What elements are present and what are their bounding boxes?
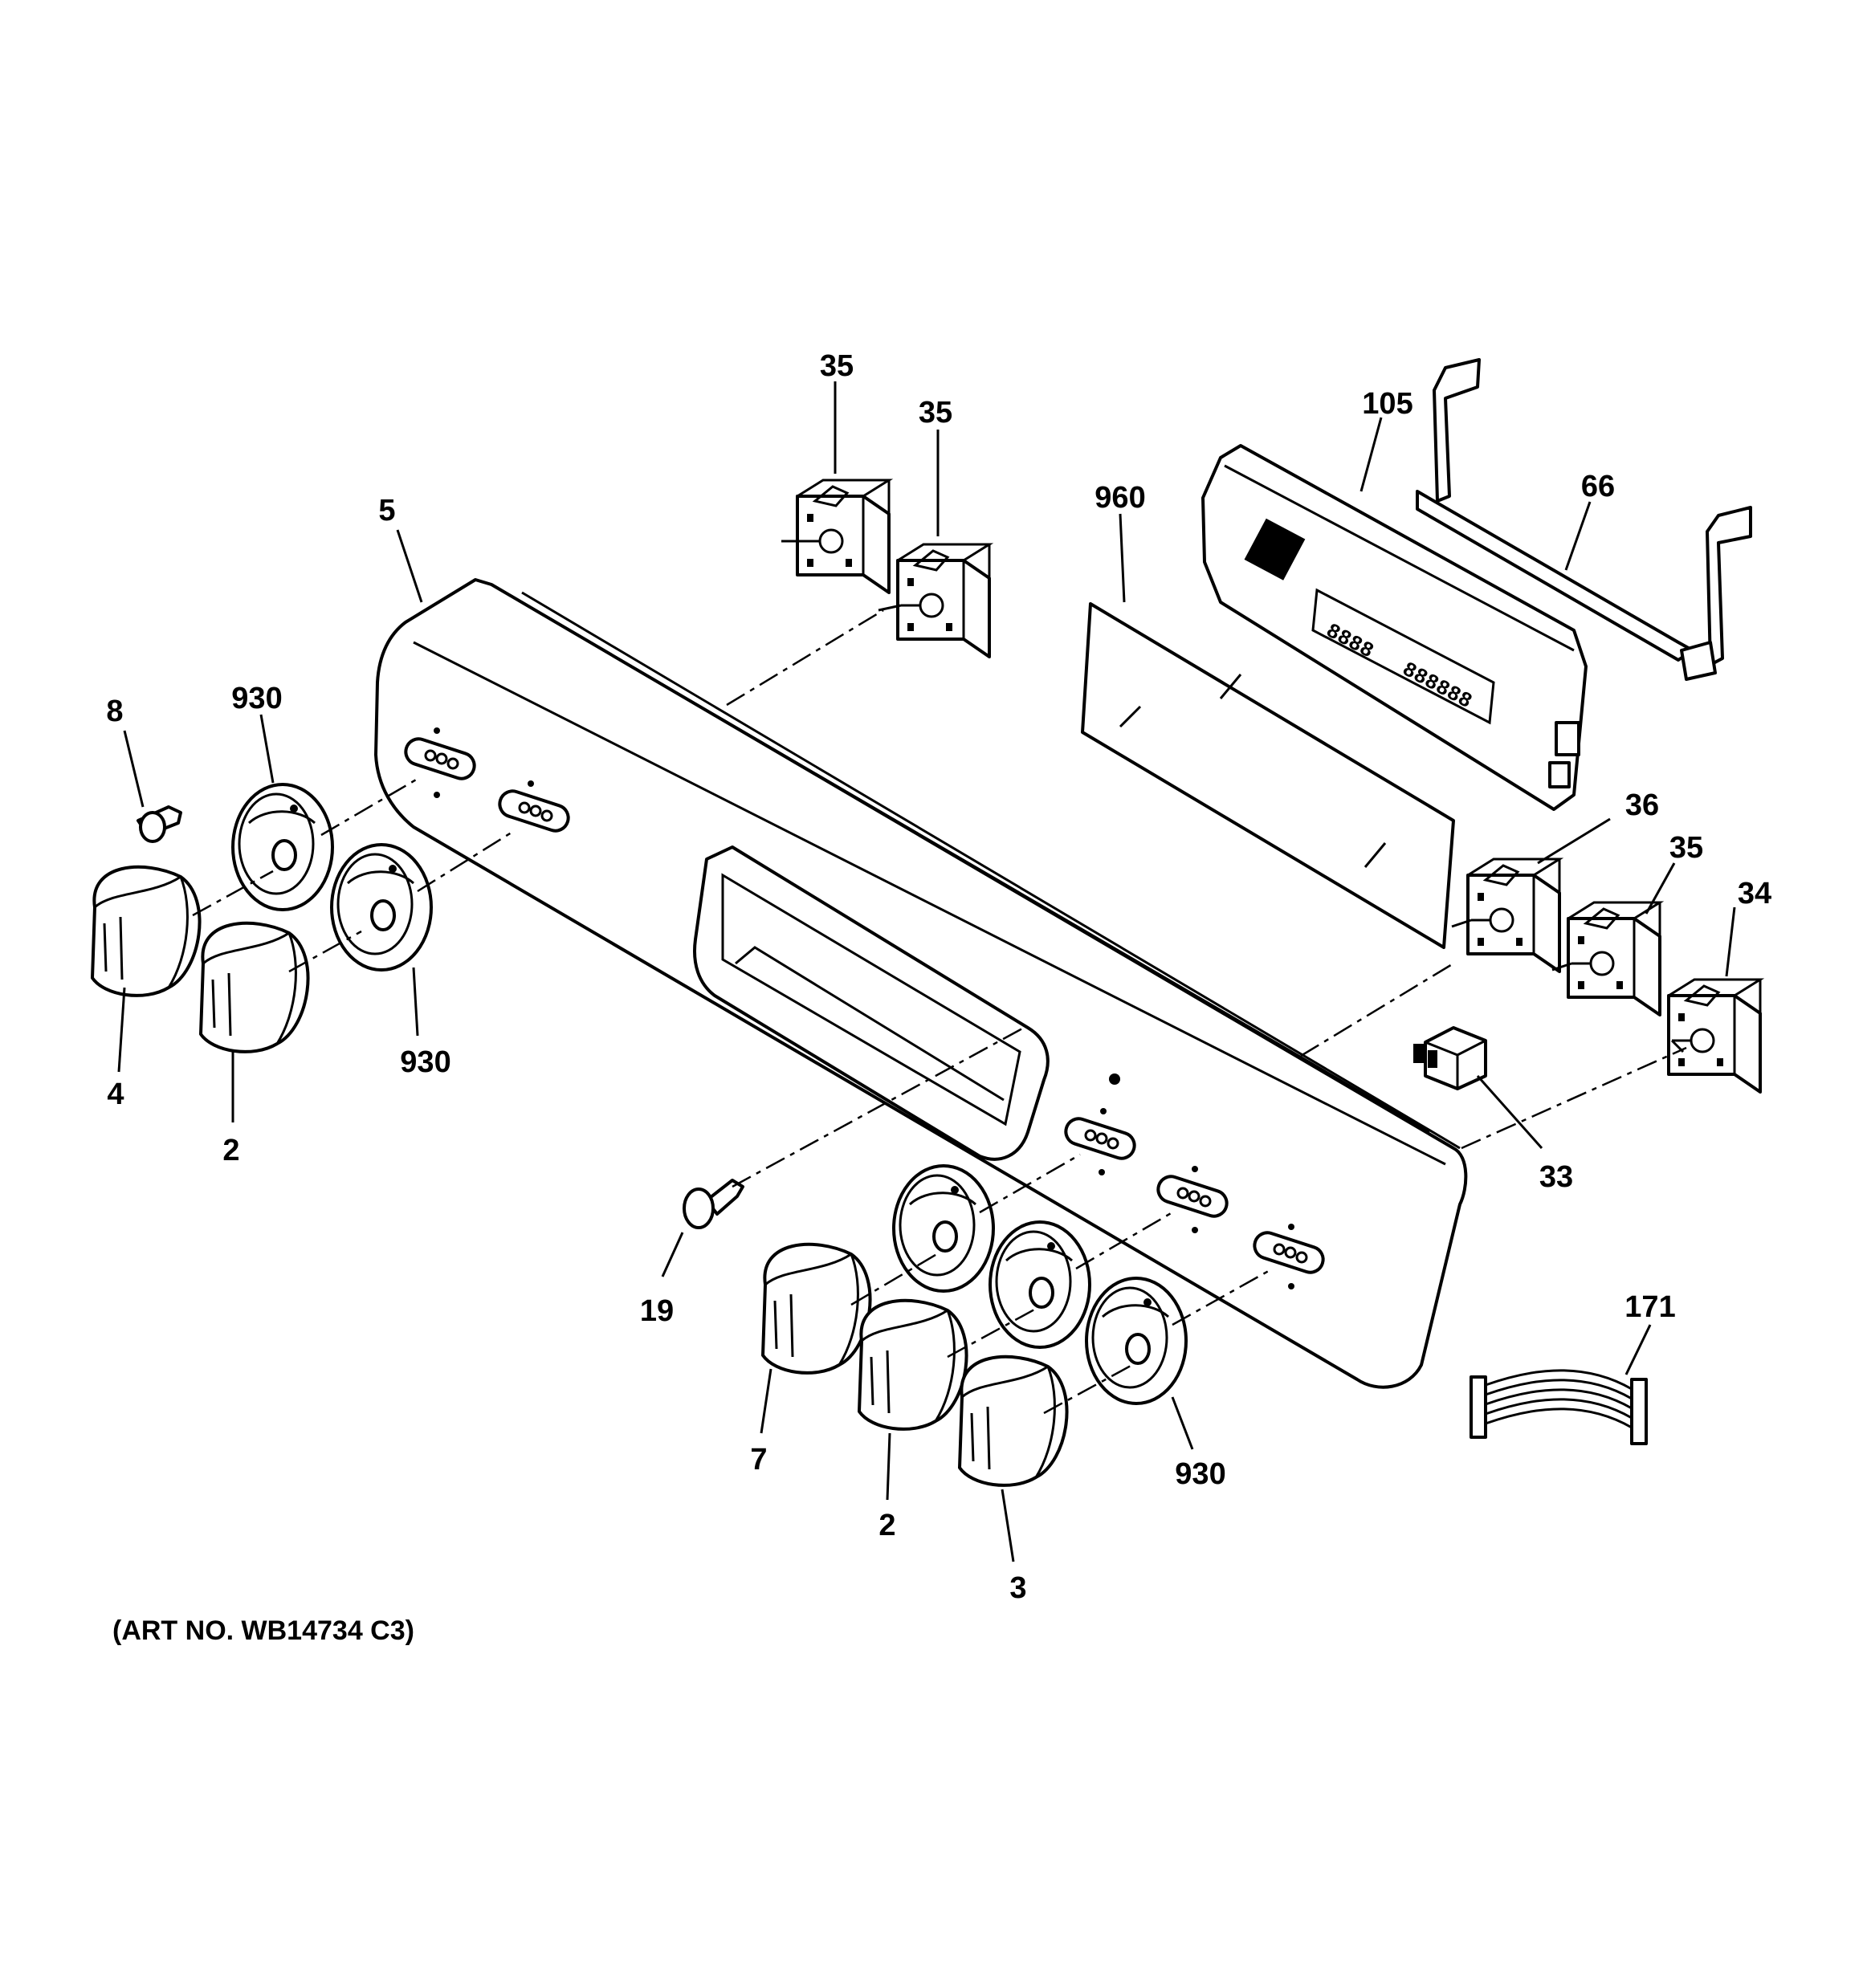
art-number: (ART NO. WB14734 C3) — [112, 1615, 414, 1646]
label-35-c: 35 — [1669, 831, 1703, 865]
label-930-b: 930 — [400, 1045, 450, 1079]
mounting-bracket — [1416, 358, 1752, 681]
label-105: 105 — [1362, 387, 1412, 421]
label-960: 960 — [1095, 481, 1145, 515]
wire-harness — [1470, 1369, 1648, 1445]
label-171: 171 — [1624, 1290, 1675, 1324]
infinite-switch-top-left — [781, 479, 891, 594]
knob-bezel-left-upper — [231, 783, 334, 911]
knob-bottom-2 — [858, 1298, 968, 1431]
knob-left-2 — [199, 921, 310, 1053]
assembly-lines — [192, 609, 1687, 1415]
label-35-b: 35 — [919, 396, 952, 430]
label-7: 7 — [750, 1443, 767, 1477]
infinite-switch-top-right — [878, 543, 991, 658]
label-4: 4 — [107, 1078, 124, 1111]
knob-bezel-bottom-3 — [1085, 1277, 1188, 1405]
label-19: 19 — [640, 1294, 674, 1328]
label-2-a: 2 — [222, 1134, 239, 1167]
screw-8 — [137, 805, 182, 843]
label-2-b: 2 — [878, 1509, 895, 1542]
screw-19 — [683, 1179, 744, 1229]
knob-bezel-bottom-2 — [989, 1220, 1091, 1349]
label-34: 34 — [1738, 877, 1771, 910]
knob-bezel-bottom-1 — [892, 1164, 995, 1293]
part-labels: 35 35 105 66 960 5 8 930 930 930 4 2 2 3… — [106, 349, 1771, 1605]
label-930-c: 930 — [1175, 1457, 1225, 1491]
label-66: 66 — [1581, 470, 1615, 503]
infinite-switch-right-36 — [1451, 858, 1561, 973]
electronic-control-board: 8888 888888 — [1201, 444, 1588, 811]
label-8: 8 — [106, 695, 123, 728]
infinite-switch-right-35 — [1551, 901, 1661, 1016]
label-35-a: 35 — [820, 349, 854, 383]
label-930-a: 930 — [231, 682, 282, 715]
knob-left-4 — [91, 865, 202, 997]
knob-bottom-7 — [761, 1242, 872, 1375]
knob-bezel-left-lower — [330, 843, 433, 972]
infinite-switch-right-34 — [1667, 978, 1762, 1094]
knob-bottom-3 — [958, 1355, 1069, 1487]
control-panel-backsplash — [374, 578, 1468, 1389]
label-5: 5 — [378, 494, 395, 528]
leader-lines — [117, 381, 1736, 1562]
control-glass-panel — [1081, 602, 1455, 949]
relay — [1413, 1026, 1487, 1090]
label-33: 33 — [1539, 1160, 1573, 1194]
label-3: 3 — [1009, 1571, 1026, 1605]
label-36: 36 — [1625, 788, 1659, 822]
